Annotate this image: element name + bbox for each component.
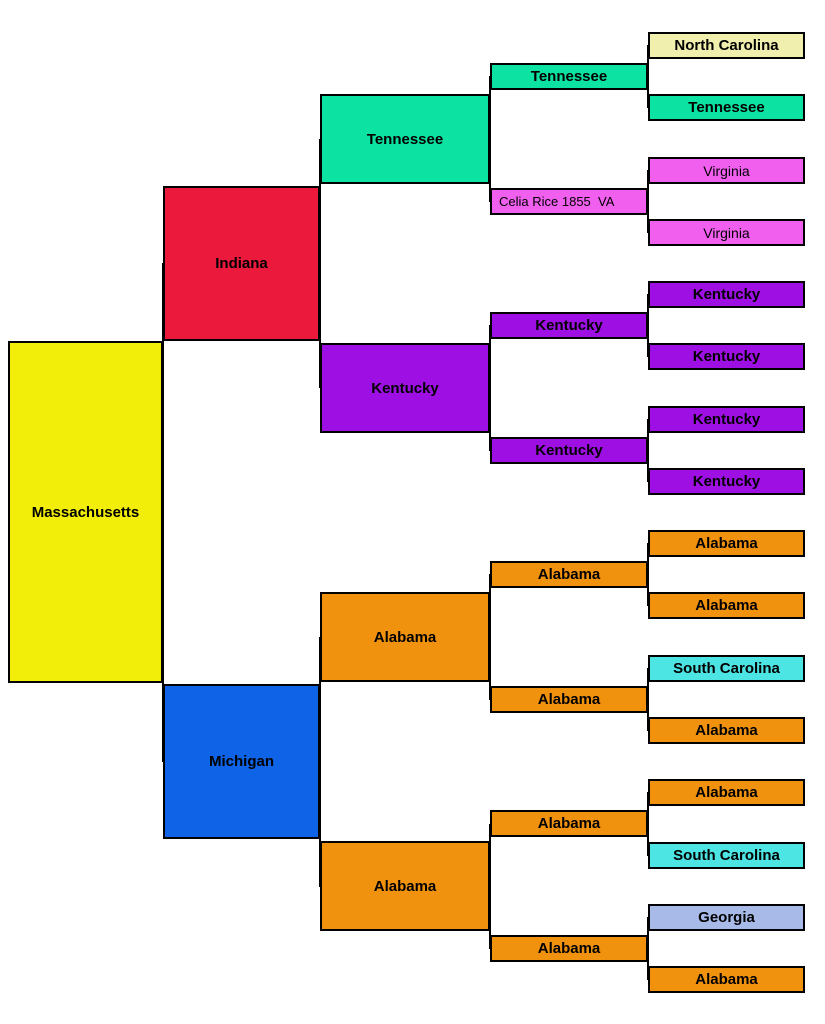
node-massachusetts: Massachusetts	[8, 341, 163, 683]
node-label: Kentucky	[692, 411, 761, 428]
node-kentucky-g3: Kentucky	[320, 343, 490, 433]
node-tennessee-g4: Tennessee	[490, 63, 648, 90]
node-alabama-g4-1: Alabama	[490, 561, 648, 588]
node-label: Alabama	[537, 566, 601, 583]
connector-gen4-4	[647, 419, 649, 482]
node-label: Georgia	[698, 909, 755, 926]
connector-gen3-kentucky	[489, 325, 491, 451]
connector-gen4-3	[647, 294, 649, 357]
node-kentucky-g5-3: Kentucky	[648, 406, 805, 433]
node-kentucky-g5-1: Kentucky	[648, 281, 805, 308]
node-alabama-g5-3: Alabama	[648, 717, 805, 744]
node-label: Alabama	[537, 815, 601, 832]
connector-gen3-alabama-1	[489, 574, 491, 700]
node-label: Virginia	[703, 224, 750, 241]
connector-gen3-alabama-2	[489, 824, 491, 949]
node-michigan: Michigan	[163, 684, 320, 839]
node-label: South Carolina	[673, 660, 780, 677]
node-label: Virginia	[703, 162, 750, 179]
node-label: Tennessee	[366, 130, 444, 148]
node-label: Indiana	[215, 255, 268, 272]
node-alabama-g5-4: Alabama	[648, 779, 805, 806]
node-alabama-g4-2: Alabama	[490, 686, 648, 713]
node-label: Alabama	[695, 784, 758, 801]
node-label: Michigan	[208, 753, 274, 770]
node-label: Kentucky	[371, 379, 439, 397]
connector-gen4-2	[647, 170, 649, 233]
connector-gen3-tennessee	[489, 76, 491, 202]
node-south-carolina-g5-1: South Carolina	[648, 655, 805, 682]
node-kentucky-g5-2: Kentucky	[648, 343, 805, 370]
node-alabama-g4-4: Alabama	[490, 935, 648, 962]
node-label: Alabama	[373, 628, 437, 646]
node-celia-rice-g4: Celia Rice 1855 VA	[490, 188, 648, 215]
connector-gen1	[162, 263, 164, 762]
node-label: Alabama	[373, 877, 437, 895]
connector-gen2-michigan	[319, 637, 321, 887]
node-label: Alabama	[537, 691, 601, 708]
node-indiana: Indiana	[163, 186, 320, 341]
connector-gen4-8	[647, 917, 649, 980]
node-label: Alabama	[537, 940, 601, 957]
node-label: Tennessee	[688, 99, 765, 116]
node-alabama-g4-3: Alabama	[490, 810, 648, 837]
connector-gen4-6	[647, 668, 649, 731]
node-label: North Carolina	[674, 37, 779, 54]
node-virginia-g5-2: Virginia	[648, 219, 805, 246]
node-label: Kentucky	[692, 286, 761, 303]
node-alabama-g5-5: Alabama	[648, 966, 805, 993]
node-tennessee-g5: Tennessee	[648, 94, 805, 121]
node-label: Tennessee	[530, 68, 608, 85]
connector-gen4-5	[647, 543, 649, 606]
node-south-carolina-g5-2: South Carolina	[648, 842, 805, 869]
connector-gen2-indiana	[319, 139, 321, 388]
node-label: Kentucky	[535, 317, 603, 334]
node-label: Kentucky	[535, 442, 603, 459]
node-kentucky-g5-4: Kentucky	[648, 468, 805, 495]
node-label: Massachusetts	[31, 503, 140, 521]
connector-gen4-1	[647, 45, 649, 108]
node-alabama-g5-1: Alabama	[648, 530, 805, 557]
node-label: Kentucky	[692, 473, 761, 490]
node-label: Alabama	[695, 535, 758, 552]
node-alabama-g3-2: Alabama	[320, 841, 490, 931]
node-kentucky-g4-2: Kentucky	[490, 437, 648, 464]
node-georgia-g5: Georgia	[648, 904, 805, 931]
connector-gen4-7	[647, 792, 649, 856]
node-kentucky-g4-1: Kentucky	[490, 312, 648, 339]
node-alabama-g5-2: Alabama	[648, 592, 805, 619]
node-label: Celia Rice 1855 VA	[499, 194, 615, 209]
node-label: Kentucky	[692, 348, 761, 365]
node-alabama-g3-1: Alabama	[320, 592, 490, 682]
node-tennessee-g3: Tennessee	[320, 94, 490, 184]
node-label: Alabama	[695, 722, 758, 739]
node-label: Alabama	[695, 971, 758, 988]
node-label: Alabama	[695, 597, 758, 614]
node-label: South Carolina	[673, 847, 780, 864]
node-north-carolina-g5: North Carolina	[648, 32, 805, 59]
node-virginia-g5-1: Virginia	[648, 157, 805, 184]
